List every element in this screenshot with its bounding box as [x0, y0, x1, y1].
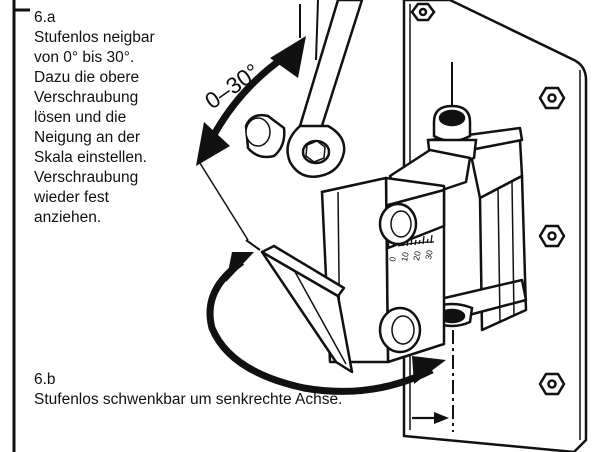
scale-label-0: 0 — [387, 256, 398, 263]
step-6a-line-9: wieder fest — [34, 189, 109, 206]
bracket-prong — [245, 239, 354, 374]
step-6a-line-6: Neigung an der — [34, 129, 140, 146]
step-6a-line-2: von 0° bis 30°. — [34, 49, 135, 66]
step-6a-line-3: Dazu die obere — [34, 69, 140, 86]
plate-bolt-middle-right — [538, 224, 566, 248]
swivel-arrow — [206, 252, 446, 395]
plate-bolt-top-left — [410, 2, 436, 22]
step-6b-text: Stufenlos schwenkbar um senkrechte Achse… — [34, 391, 343, 408]
tilt-scale-labels: 0 10 20 30 — [387, 249, 435, 262]
wrench — [286, 0, 364, 178]
step-6b-caption: 6.b Stufenlos schwenkbar um senkrechte A… — [34, 370, 342, 410]
step-6a-line-8: Verschraubung — [34, 169, 139, 186]
step-6a-caption: 6.a Stufenlos neigbar von 0° bis 30°. Da… — [34, 8, 155, 228]
scale-label-30: 30 — [423, 249, 435, 260]
step-6a-line-5: lösen und die — [34, 109, 127, 126]
step-6a-line-1: Stufenlos neigbar — [34, 29, 155, 46]
scale-label-10: 10 — [399, 251, 411, 262]
step-6a-line-7: Skala einstellen. — [34, 149, 147, 166]
plate-bolt-bottom-right — [538, 372, 566, 396]
plate-bolt-top-right — [538, 86, 566, 110]
step-6a-number: 6.a — [34, 9, 56, 26]
tilt-arrow — [196, 36, 306, 166]
upper-locking-knob — [378, 202, 418, 246]
tilt-arc-guide — [197, 159, 249, 241]
step-6a-line-4: Verschraubung — [34, 89, 139, 106]
step-6b-number: 6.b — [34, 371, 56, 388]
scale-label-20: 20 — [411, 250, 423, 261]
lower-locking-knob — [378, 306, 422, 354]
left-border — [12, 0, 30, 452]
socket-nut — [244, 113, 286, 159]
step-6a-line-10: anziehen. — [34, 209, 102, 226]
axis-callout-arrow — [412, 412, 449, 424]
